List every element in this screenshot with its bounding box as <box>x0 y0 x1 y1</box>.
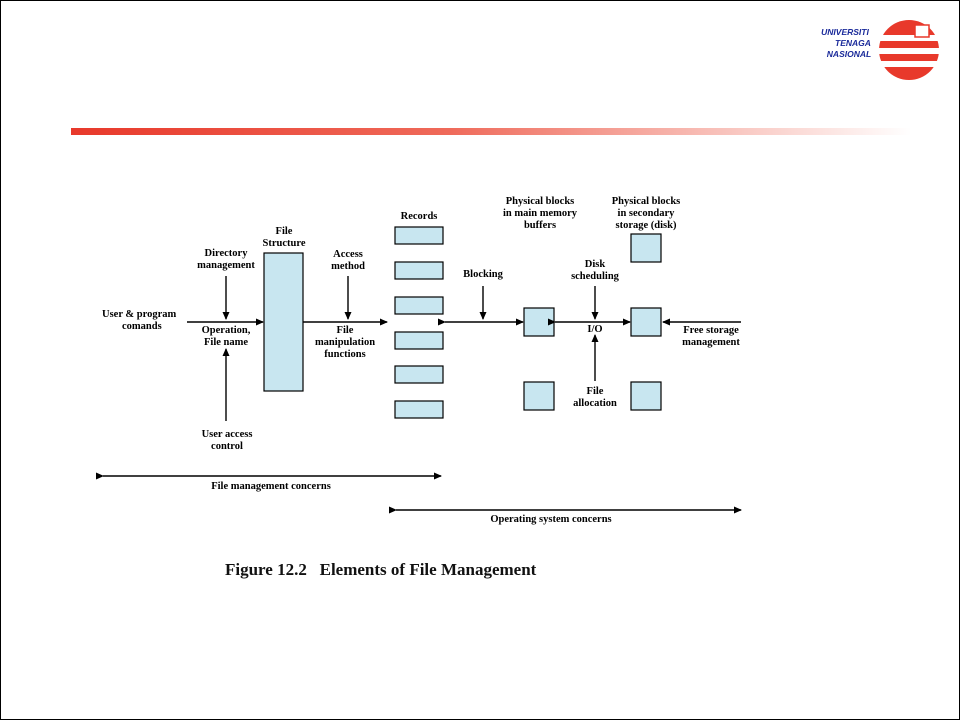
label-free-storage-management: Free storage management <box>673 325 749 349</box>
uniten-logo: UNIVERSITI TENAGA NASIONAL <box>809 17 943 85</box>
label-file-management-concerns: File management concerns <box>171 481 371 493</box>
label-file-structure: File Structure <box>254 226 314 250</box>
label-line: comands <box>122 321 162 332</box>
label-line: Physical blocks <box>611 196 681 207</box>
label-line: management <box>682 337 740 348</box>
title-accent-line <box>71 128 911 135</box>
record-box <box>394 331 444 350</box>
record-box <box>394 365 444 384</box>
label-line: Records <box>400 211 438 222</box>
label-line: control <box>211 441 243 452</box>
label-physical-blocks-secondary: Physical blocks in secondary storage (di… <box>599 196 693 232</box>
record-box <box>394 261 444 280</box>
label-line: Physical blocks <box>505 196 575 207</box>
logo-text-2: TENAGA <box>835 38 871 48</box>
label-blocking: Blocking <box>453 269 513 281</box>
record-box <box>394 400 444 419</box>
logo-emblem-icon <box>914 24 930 38</box>
label-line: management <box>197 260 255 271</box>
label-line: buffers <box>523 220 557 231</box>
label-operation-file-name: Operation, File name <box>191 325 261 349</box>
label-file-allocation: File allocation <box>563 386 627 410</box>
label-user-access-control: User access control <box>191 429 263 453</box>
label-line: File name <box>203 337 249 348</box>
label-directory-management: Directory management <box>191 248 261 272</box>
label-line: File <box>336 325 354 336</box>
file-structure-box <box>263 252 304 392</box>
label-access-method: Access method <box>318 249 378 273</box>
label-records: Records <box>389 211 449 223</box>
label-line: Structure <box>262 238 306 249</box>
label-line: I/O <box>587 324 603 335</box>
label-line: Disk <box>584 259 606 270</box>
label-line: File <box>275 226 293 237</box>
label-line: Operating system concerns <box>490 514 612 525</box>
label-line: Directory <box>204 248 248 259</box>
label-line: Operation, <box>201 325 251 336</box>
label-line: File management concerns <box>211 481 331 492</box>
label-physical-blocks-main-memory: Physical blocks in main memory buffers <box>491 196 589 232</box>
label-line: User access <box>201 429 253 440</box>
logo-text-1: UNIVERSITI <box>821 27 869 37</box>
label-line: scheduling <box>571 271 619 282</box>
label-operating-system-concerns: Operating system concerns <box>461 514 641 526</box>
label-line: manipulation <box>314 337 376 348</box>
figure-title: Elements of File Management <box>319 560 537 579</box>
label-file-manipulation-functions: File manipulation functions <box>305 325 385 361</box>
label-line: allocation <box>573 398 617 409</box>
memory-buffer-block <box>523 381 555 411</box>
label-line: File <box>586 386 604 397</box>
disk-block <box>630 233 662 263</box>
figure-caption: Figure 12.2 Elements of File Management <box>225 560 536 580</box>
label-disk-scheduling: Disk scheduling <box>563 259 627 283</box>
uniten-logo-graphic: UNIVERSITI TENAGA NASIONAL <box>821 20 943 80</box>
label-io: I/O <box>577 324 613 336</box>
label-line: Access <box>333 249 363 260</box>
label-line: storage (disk) <box>615 220 677 231</box>
label-line: in secondary <box>617 208 675 219</box>
label-line: method <box>331 261 365 272</box>
disk-block <box>630 307 662 337</box>
figure-number: Figure 12.2 <box>225 560 307 579</box>
record-box <box>394 226 444 245</box>
memory-buffer-block <box>523 307 555 337</box>
label-line: functions <box>324 349 366 360</box>
label-line: User & program <box>102 309 177 320</box>
disk-block <box>630 381 662 411</box>
label-user-program-commands: User & program comands <box>102 309 176 333</box>
label-line: in main memory <box>502 208 578 219</box>
label-line: Blocking <box>463 269 503 280</box>
label-line: Free storage <box>683 325 739 336</box>
record-box <box>394 296 444 315</box>
logo-text-3: NASIONAL <box>827 49 871 59</box>
